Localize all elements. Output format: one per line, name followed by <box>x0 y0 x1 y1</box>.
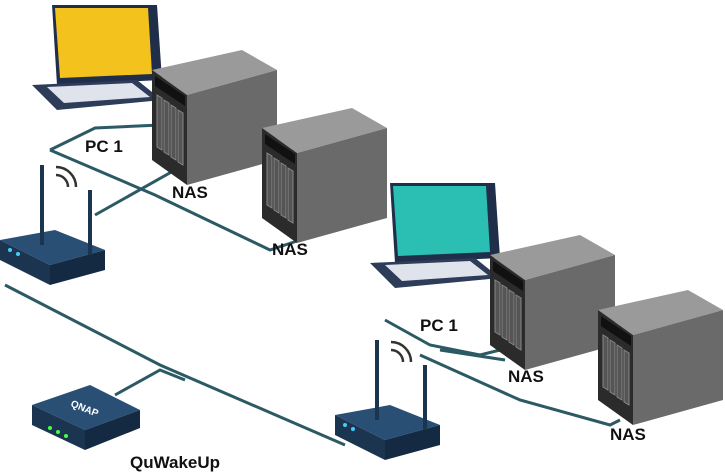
cable-nas2-top <box>49 148 301 252</box>
cable-quwakeup <box>114 368 186 397</box>
cable-nas2-bottom <box>419 353 621 427</box>
nas-top-2 <box>261 107 388 244</box>
nas-top-1 <box>151 49 278 186</box>
nas-bottom-2 <box>597 289 724 426</box>
laptop-screen-teal <box>393 186 490 256</box>
quwakeup-device: QNAP <box>32 385 140 450</box>
cables <box>4 123 621 447</box>
router-top <box>0 163 107 287</box>
label-nas2-bottom: NAS <box>610 425 646 444</box>
cable-router2-nas1 <box>439 348 506 362</box>
nas-bottom-1 <box>489 234 616 371</box>
cable-pc1-bottom <box>384 318 501 357</box>
label-quwakeup: QuWakeUp <box>130 453 220 472</box>
label-nas1-bottom: NAS <box>508 367 544 386</box>
label-nas1-top: NAS <box>172 183 208 202</box>
label-pc1-top: PC 1 <box>85 137 123 156</box>
laptop-screen-yellow <box>55 8 152 78</box>
label-pc1-bottom: PC 1 <box>420 316 458 335</box>
cable-pc1-top <box>49 123 161 152</box>
label-nas2-top: NAS <box>272 240 308 259</box>
cable-router1-router2 <box>4 283 346 447</box>
